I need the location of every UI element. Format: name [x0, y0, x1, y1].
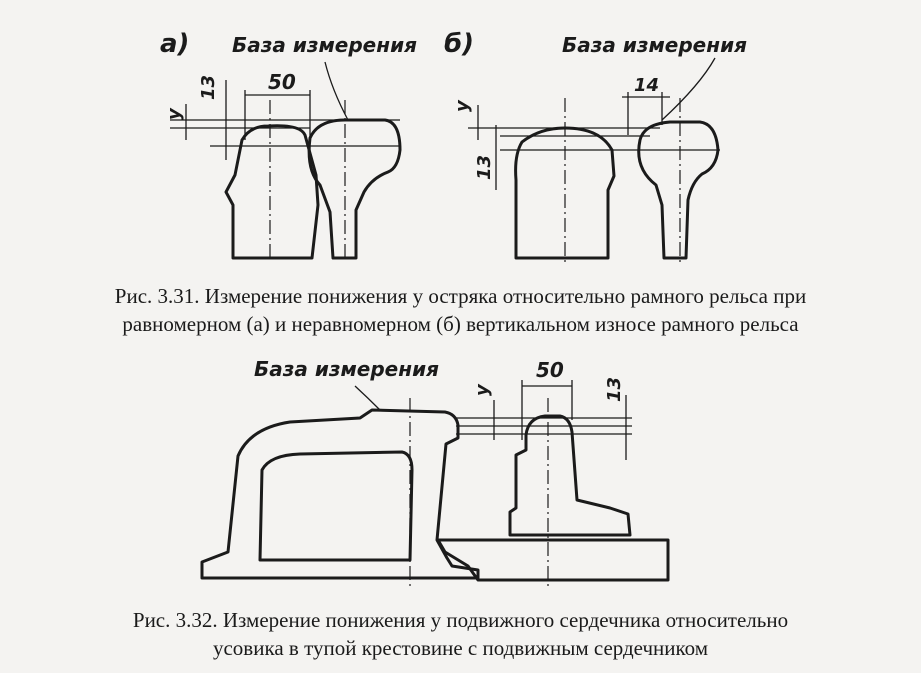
figure-332: База измерения 50 y 13	[200, 357, 670, 590]
fig332-leader-line	[354, 385, 381, 411]
fig332-base-plate	[436, 538, 670, 582]
panel-a-stock-rail	[307, 118, 402, 260]
fig332-dim-50: 50	[536, 358, 564, 382]
figure-331-panel-a: а) База измерения 50 13 y	[160, 29, 417, 262]
figure-331-caption-line2: равномерном (а) и неравномерном (б) верт…	[122, 312, 799, 336]
panel-a-dim-50: 50	[268, 70, 296, 94]
panel-b-dim-14: 14	[634, 75, 659, 96]
panel-b-switch-rail	[514, 126, 616, 260]
figure-331-caption: Рис. 3.31. Измерение понижения y остряка…	[0, 282, 921, 338]
panel-a-base-label: База измерения	[232, 33, 417, 57]
fig332-wing-rail	[200, 408, 480, 580]
panel-b-dim-y: y	[452, 99, 473, 112]
fig332-dim-13: 13	[604, 377, 625, 402]
panel-a-dim-y: y	[164, 107, 185, 120]
panel-a-switch-rail	[224, 124, 320, 260]
figure-331-panel-b: б) База измерения 14 y 13	[444, 29, 747, 262]
fig332-base-label: База измерения	[254, 357, 439, 381]
panel-b-base-label: База измерения	[562, 33, 747, 57]
panel-b-label: б)	[444, 29, 474, 59]
panel-b-stock-rail	[637, 120, 720, 260]
panel-a-label: а)	[160, 29, 189, 59]
panel-b-dim-13: 13	[474, 155, 495, 180]
figure-332-caption-line1: Рис. 3.32. Измерение понижения y подвижн…	[132, 608, 789, 632]
figure-332-caption: Рис. 3.32. Измерение понижения y подвижн…	[0, 606, 921, 662]
fig332-dim-y: y	[472, 383, 493, 396]
panel-a-leader-line	[324, 61, 349, 121]
figure-332-caption-line2: усовика в тупой крестовине с подвижным с…	[212, 636, 709, 660]
panel-a-dim-13: 13	[198, 75, 219, 100]
panel-b-leader-line	[661, 57, 716, 121]
fig332-movable-frog	[508, 414, 632, 537]
figure-331-caption-line1: Рис. 3.31. Измерение понижения y остряка…	[114, 284, 807, 308]
